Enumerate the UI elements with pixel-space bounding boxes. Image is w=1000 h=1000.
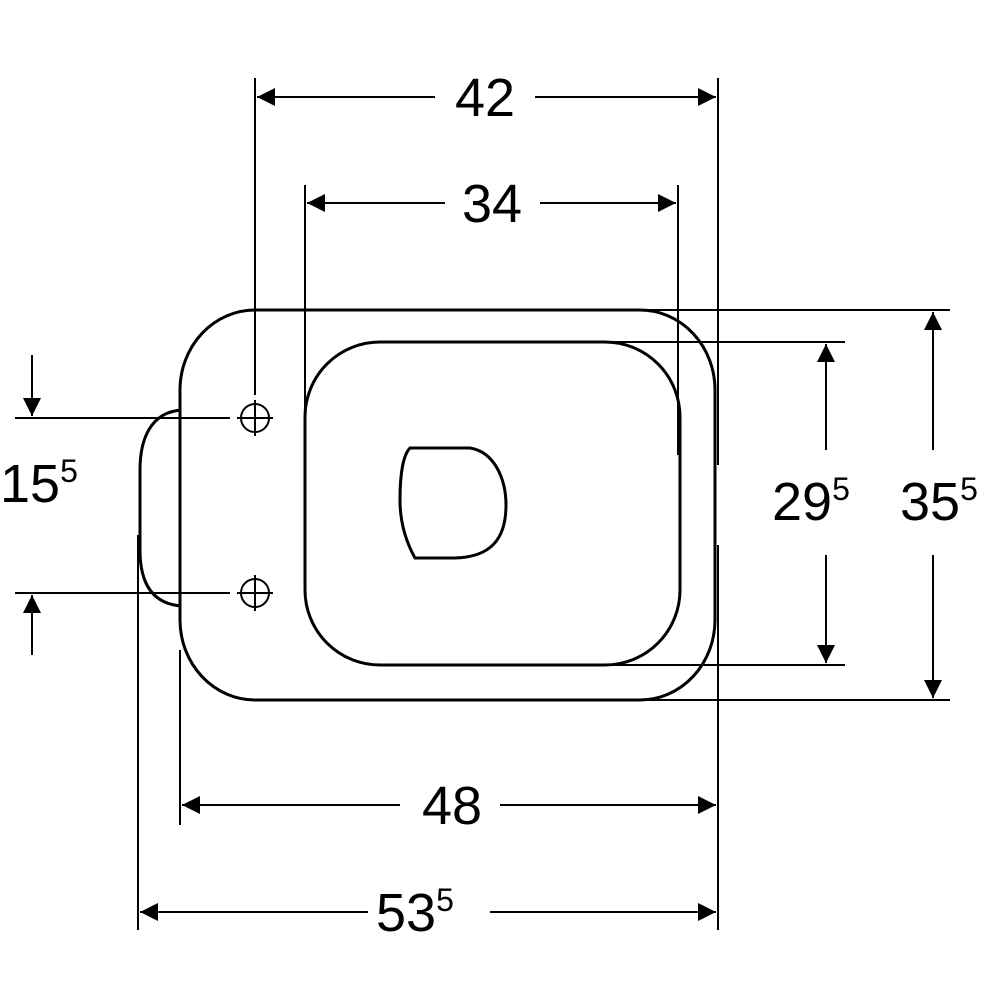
dimension-label: 53: [376, 883, 436, 943]
dimension-label: 15: [0, 454, 60, 514]
dimension-label: 48: [422, 776, 482, 836]
dimension-label: 34: [462, 174, 522, 234]
rear-hinge-bump: [138, 408, 183, 608]
svg-text:155: 155: [0, 453, 78, 514]
dimension-label: 29: [772, 472, 832, 532]
dimension-48: 48: [182, 776, 716, 836]
dimension-35-5: 355: [900, 312, 978, 698]
dimension-superscript: 5: [832, 471, 850, 507]
bolt-hole-bottom: [237, 575, 273, 611]
extension-lines: [15, 78, 950, 930]
svg-text:295: 295: [772, 471, 850, 532]
seat-outline: [138, 308, 717, 702]
bowl-hole: [398, 446, 508, 560]
dimension-29-5: 295: [772, 344, 850, 663]
dimension-42: 42: [257, 68, 716, 128]
dimension-15-5: 155: [0, 355, 78, 655]
bolt-hole-top: [237, 400, 273, 436]
dimension-superscript: 5: [960, 471, 978, 507]
dimension-label: 35: [900, 472, 960, 532]
dimension-53-5: 535: [140, 882, 716, 943]
dimension-label: 42: [455, 68, 515, 128]
dimension-34: 34: [307, 174, 676, 234]
svg-text:355: 355: [900, 471, 978, 532]
svg-text:535: 535: [376, 882, 454, 943]
dimension-superscript: 5: [60, 453, 78, 489]
dimension-superscript: 5: [436, 882, 454, 918]
